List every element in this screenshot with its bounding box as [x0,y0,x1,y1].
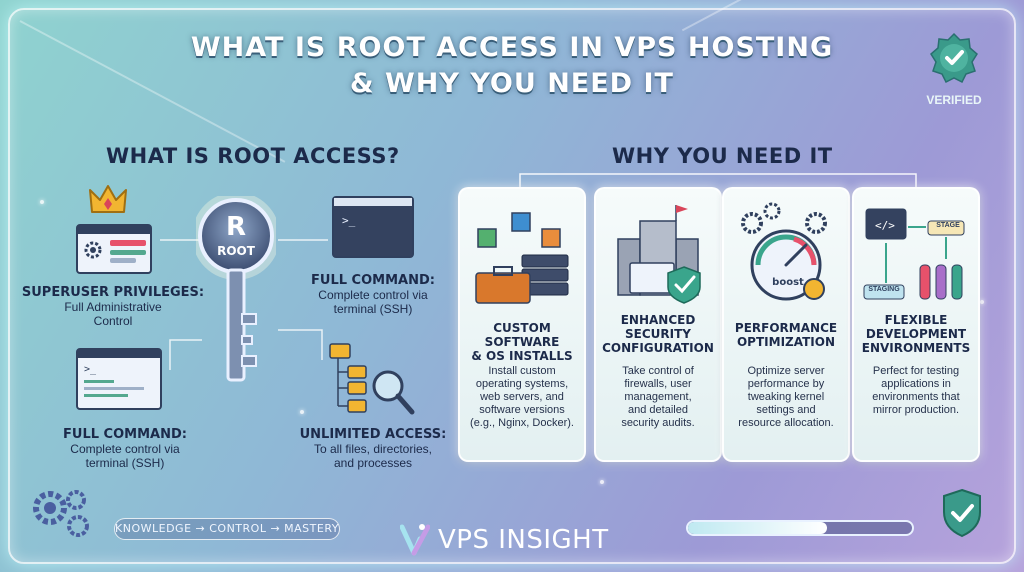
card-1-desc-line: web servers, and [480,391,564,403]
unlimited-access-title: UNLIMITED ACCESS: [299,427,447,442]
card-4-desc-line: Perfect for testing [872,365,960,377]
dev-pipeline-icon: </> [863,208,965,300]
terminal-dark-icon: >_ [332,196,414,258]
brand-name: VPS INSIGHT [438,525,609,555]
card-3-desc-line: Optimize server [747,365,825,377]
card-2-desc-line: management, [624,391,692,403]
card-performance: boost PERFORMANCE OPTIMIZATION Optimize … [722,187,850,462]
card-2-title: ENHANCED SECURITY CONFIGURATION [600,313,716,355]
key-letter: R [225,212,247,242]
card-3-desc-line: performance by [747,378,825,390]
progress-bar [686,520,914,536]
card-2-desc: Take control of firewalls, user manageme… [602,365,714,430]
superuser-desc-2: Control [93,314,133,328]
terminal-icon: >_ [76,348,162,410]
staging-label: STAGING [868,286,900,293]
card-2-title-line-1: ENHANCED [620,313,696,327]
unlimited-access-desc-1: To all files, directories, [313,442,433,456]
card-2-desc-line: firewalls, user [624,378,692,390]
card-1-desc-line: Install custom [488,365,556,377]
root-key: R ROOT [192,192,280,396]
key-label: ROOT [217,244,255,258]
speed-gauge-icon [741,202,827,301]
cards-bracket [519,173,917,188]
full-command-right-desc-1: Complete control via [318,288,428,302]
card-4-desc-line: applications in [881,378,951,390]
verified-label: VERIFIED [926,93,982,107]
verified-seal-icon [930,32,978,84]
card-2-title-line-2: SECURITY [625,327,691,341]
card-flexible-dev: </> STAGE STAGING FLEXIBLE DEVELOPMENT E… [852,187,980,462]
card-3-title-line-2: OPTIMIZATION [736,335,835,349]
verified-badge: VERIFIED [924,32,984,107]
gauge-label: boost [772,277,804,288]
card-1-title-line-2: & OS INSTALLS [471,349,573,363]
vps-insight-logo-icon [400,524,430,556]
card-2-title-line-3: CONFIGURATION [602,341,714,355]
unlimited-access-desc-2: and processes [333,456,413,470]
right-section-heading: WHY YOU NEED IT [612,144,833,168]
card-4-title-line-2: DEVELOPMENT [865,327,967,341]
decor-line [681,0,948,32]
sparkle [980,300,984,304]
page-title: WHAT IS ROOT ACCESS IN VPS HOSTING & WHY… [0,30,1024,102]
sparkle [600,480,604,484]
full-command-left-desc-2: terminal (SSH) [85,456,165,470]
gear-icon [84,241,102,259]
unlimited-access-block: UNLIMITED ACCESS: To all files, director… [296,427,450,471]
card-1-desc-line: operating systems, [475,378,569,390]
card-security: ENHANCED SECURITY CONFIGURATION Take con… [594,187,722,462]
card-3-desc-line: resource allocation. [738,417,834,429]
sparkle [300,410,304,414]
gears-icon [33,490,89,537]
full-command-right-block: FULL COMMAND: Complete control via termi… [298,273,448,317]
card-2-desc-line: security audits. [621,417,695,429]
connector-lines [160,239,328,370]
card-3-title-line-1: PERFORMANCE [734,321,838,335]
card-3-title: PERFORMANCE OPTIMIZATION [728,321,844,349]
card-3-desc-line: settings and [756,404,816,416]
card-4-desc-line: environments that [872,391,960,403]
castle-shield-icon [617,205,701,304]
full-command-left-desc-1: Complete control via [70,442,180,456]
svg-text:</>: </> [875,219,895,232]
full-command-left-block: FULL COMMAND: Complete control via termi… [40,427,210,471]
card-custom-software: CUSTOM SOFTWARE & OS INSTALLS Install cu… [458,187,586,462]
sparkle [40,200,44,204]
title-line-1: WHAT IS ROOT ACCESS IN VPS HOSTING [190,32,834,63]
title-line-2: & WHY YOU NEED IT [350,68,674,99]
card-4-title-line-1: FLEXIBLE [884,313,948,327]
card-2-desc-line: and detailed [628,404,688,416]
left-section-heading: WHAT IS ROOT ACCESS? [106,144,400,168]
card-1-title-line-1: CUSTOM SOFTWARE [484,321,560,349]
superuser-block: SUPERUSER PRIVILEGES: Full Administrativ… [20,285,206,329]
card-4-desc: Perfect for testing applications in envi… [860,365,972,417]
stage-label: STAGE [936,222,960,229]
card-1-title: CUSTOM SOFTWARE & OS INSTALLS [464,321,580,363]
knowledge-control-mastery-pill: KNOWLEDGE → CONTROL → MASTERY [114,518,340,540]
superuser-desc-1: Full Administrative [64,300,162,314]
progress-bar-fill [688,522,827,534]
shield-check-icon [943,488,981,538]
full-command-right-title: FULL COMMAND: [311,273,435,288]
brand-logo: VPS INSIGHT [400,520,609,560]
folder-tree-icon [329,343,415,415]
full-command-right-desc-2: terminal (SSH) [333,302,413,316]
root-key-icon [192,192,280,382]
card-3-desc: Optimize server performance by tweaking … [730,365,842,430]
toolbox-servers-icon [475,212,569,304]
crown-icon [89,185,127,213]
card-1-desc: Install custom operating systems, web se… [466,365,578,430]
card-2-desc-line: Take control of [622,365,694,377]
admin-window-icon [76,224,152,274]
card-4-desc-line: mirror production. [872,404,960,416]
card-3-desc-line: tweaking kernel [747,391,825,403]
card-4-title-line-3: ENVIRONMENTS [861,341,971,355]
card-1-desc-line: (e.g., Nginx, Docker). [470,417,574,429]
full-command-left-title: FULL COMMAND: [63,427,187,442]
card-1-desc-line: software versions [479,404,565,416]
card-4-title: FLEXIBLE DEVELOPMENT ENVIRONMENTS [858,313,974,355]
superuser-title: SUPERUSER PRIVILEGES: [21,285,205,300]
